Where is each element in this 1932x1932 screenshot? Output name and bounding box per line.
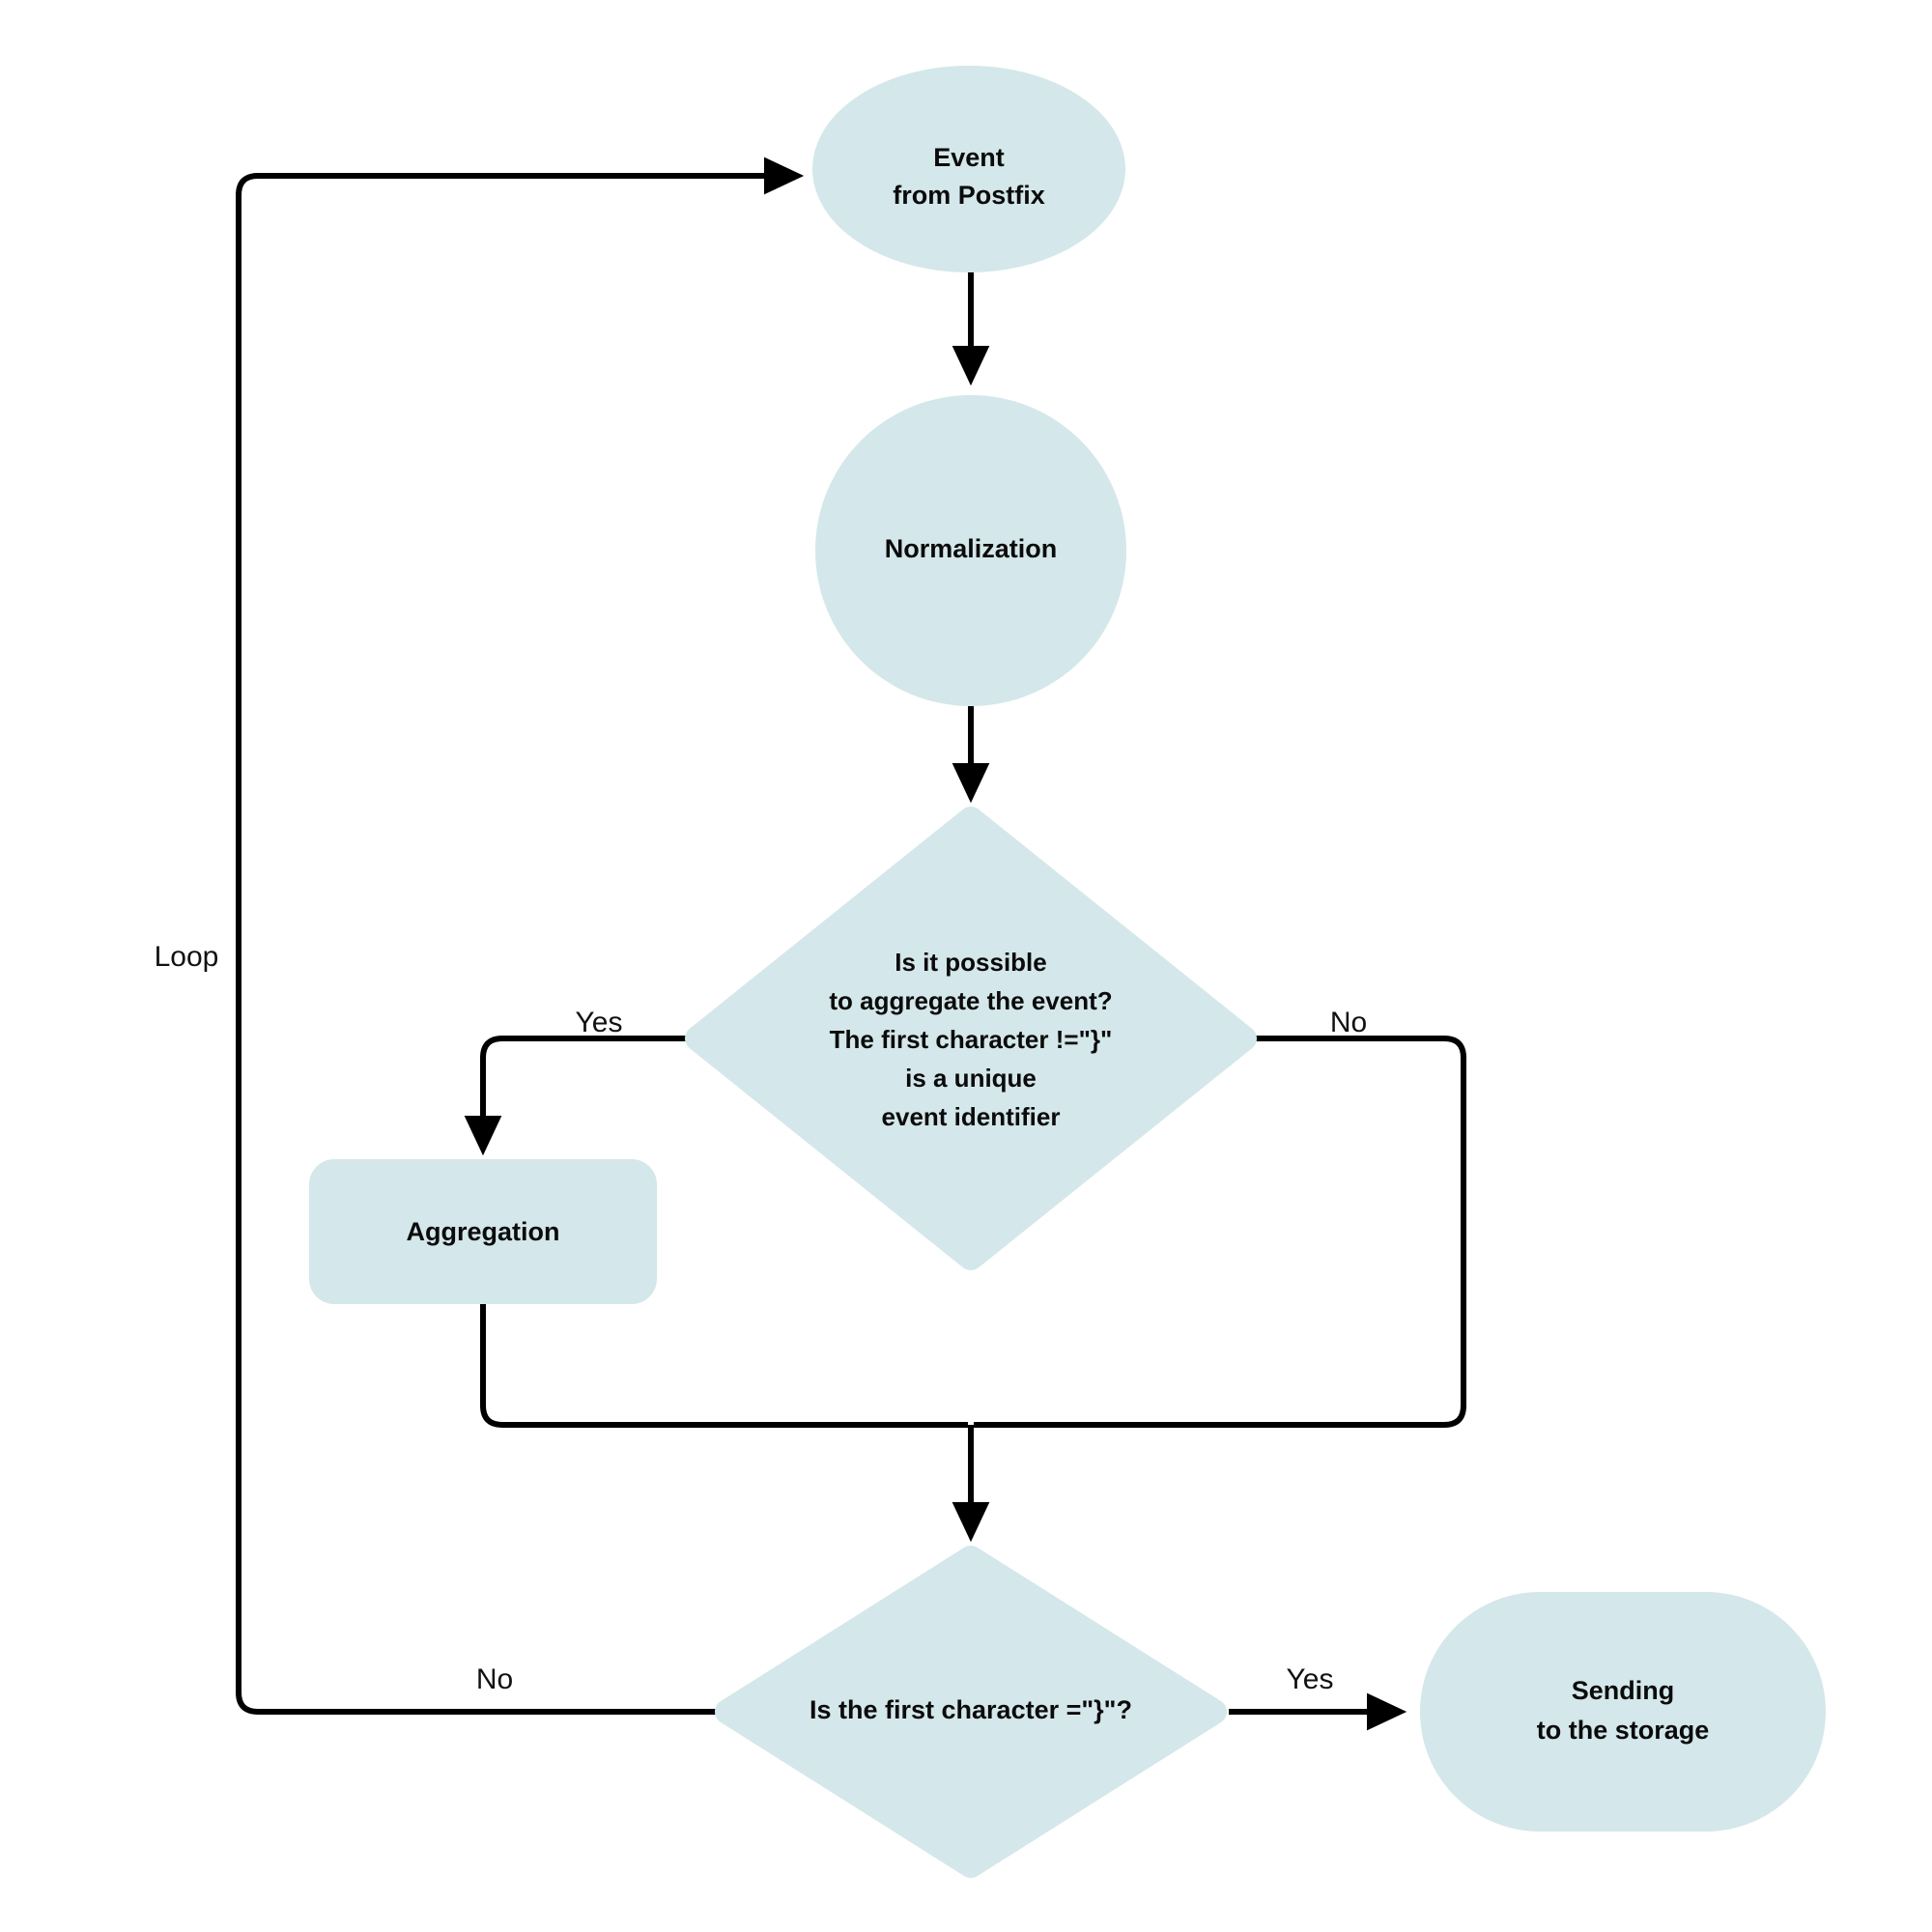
can-aggregate-decision-label-line-1: Is it possible (895, 948, 1047, 977)
event-from-postfix-shape (812, 66, 1125, 272)
node-sending-to-storage[interactable]: Sending to the storage (1420, 1592, 1826, 1832)
node-event-from-postfix[interactable]: Event from Postfix (812, 66, 1125, 272)
sending-to-storage-label-line-1: Sending (1572, 1676, 1675, 1705)
edge-label-aggregate-yes: Yes (576, 1007, 623, 1038)
node-aggregation[interactable]: Aggregation (309, 1159, 657, 1304)
normalization-label: Normalization (885, 534, 1058, 563)
edge-label-aggregate-no: No (1330, 1007, 1367, 1038)
node-normalization[interactable]: Normalization (815, 395, 1126, 706)
can-aggregate-decision-label-line-4: is a unique (905, 1064, 1037, 1093)
node-first-char-decision[interactable]: Is the first character ="}"? (715, 1546, 1227, 1878)
normalization-shape (815, 395, 1126, 706)
edge-loop-to-event (236, 156, 971, 1715)
aggregation-label: Aggregation (407, 1217, 560, 1246)
edge-aggregate-no-to-merge (974, 1036, 1466, 1428)
can-aggregate-decision-label-line-2: to aggregate the event? (829, 986, 1112, 1015)
edge-label-loop: Loop (155, 941, 219, 973)
aggregation-shape (309, 1159, 657, 1304)
sending-to-storage-shape (1420, 1592, 1826, 1832)
nodes-layer: Event from Postfix Normalization Is it p… (309, 66, 1826, 1878)
edge-labels-layer: Loop Yes No No Yes (155, 941, 1368, 1695)
edge-aggregate-yes-to-aggregation (464, 1036, 688, 1156)
edges-layer: Aggregation --> merge bus --> Sending to… (236, 156, 1466, 1731)
can-aggregate-decision-label-line-3: The first character !="}" (830, 1025, 1113, 1054)
sending-to-storage-label-line-2: to the storage (1537, 1716, 1710, 1745)
first-char-decision-label: Is the first character ="}"? (810, 1695, 1132, 1724)
can-aggregate-decision-label-line-5: event identifier (882, 1102, 1061, 1131)
event-from-postfix-label-line-1: Event (933, 143, 1005, 172)
first-char-decision-shape (715, 1546, 1227, 1878)
can-aggregate-decision-shape (685, 807, 1257, 1270)
edge-label-first-char-yes: Yes (1287, 1663, 1334, 1695)
event-from-postfix-label-line-2: from Postfix (893, 181, 1045, 210)
edge-aggregation-to-merge (480, 1304, 968, 1428)
node-can-aggregate-decision[interactable]: Is it possible to aggregate the event? T… (685, 807, 1257, 1270)
edge-label-first-char-no: No (476, 1663, 513, 1695)
